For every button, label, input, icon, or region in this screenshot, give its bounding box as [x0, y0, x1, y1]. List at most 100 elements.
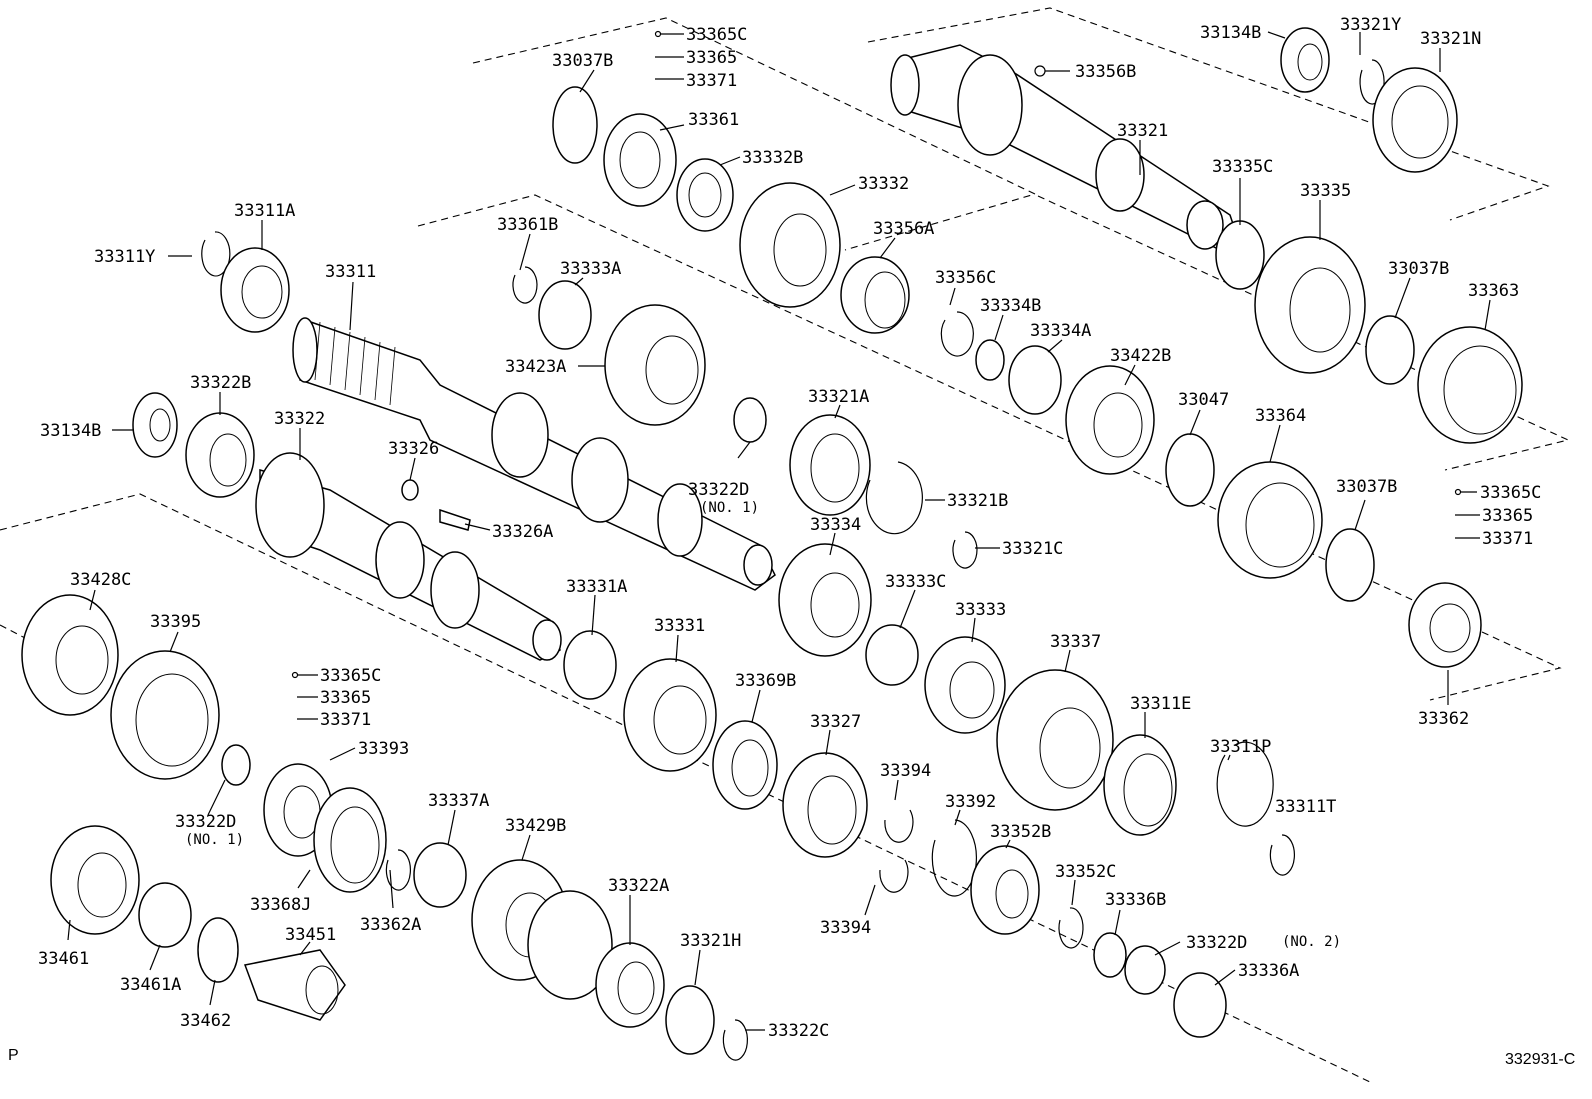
label-33322: 33322 [274, 409, 325, 429]
label-33321: 33321 [1117, 121, 1168, 141]
label-33326: 33326 [388, 439, 439, 459]
main-shaft-33311 [292, 317, 776, 591]
label-33392: 33392 [945, 792, 996, 812]
label-33322D-lower: 33322D [175, 812, 236, 832]
label-33365-right: 33365 [1482, 506, 1533, 526]
label-33365: 33365 [686, 48, 737, 68]
label-33321H: 33321H [680, 931, 741, 951]
label-33461A: 33461A [120, 975, 181, 995]
label-33326A: 33326A [492, 522, 553, 542]
label-33461: 33461 [38, 949, 89, 969]
label-33327: 33327 [810, 712, 861, 732]
label-33422B: 33422B [1110, 346, 1171, 366]
outline-right-edge [1037, 195, 1570, 471]
corner-mark: P [8, 1047, 19, 1064]
label-33037B-right: 33037B [1388, 259, 1449, 279]
group-outlines [0, 7, 1570, 1083]
label-33336B: 33336B [1105, 890, 1166, 910]
leader-lines [67, 30, 1491, 1031]
label-33352B: 33352B [990, 822, 1051, 842]
label-33134B-top: 33134B [1200, 23, 1261, 43]
label-33371-right: 33371 [1482, 529, 1533, 549]
label-33037B: 33037B [552, 51, 613, 71]
label-33321C: 33321C [1002, 539, 1063, 559]
label-33364: 33364 [1255, 406, 1306, 426]
label-33311Y: 33311Y [94, 247, 155, 267]
label-33331: 33331 [654, 616, 705, 636]
label-33365C-right: 33365C [1480, 483, 1541, 503]
label-33365C-lower: 33365C [320, 666, 381, 686]
label-33334A: 33334A [1030, 321, 1091, 341]
parts-art [21, 27, 1523, 1061]
label-33322A: 33322A [608, 876, 669, 896]
label-33451: 33451 [285, 925, 336, 945]
label-33423A: 33423A [505, 357, 566, 377]
outline-middle [417, 194, 1562, 701]
label-33335: 33335 [1300, 181, 1351, 201]
outline-upper-right [867, 7, 1550, 221]
label-33369B: 33369B [735, 671, 796, 691]
label-33462: 33462 [180, 1011, 231, 1031]
label-33311T: 33311T [1275, 797, 1336, 817]
label-33429B: 33429B [505, 816, 566, 836]
label-33321B: 33321B [947, 491, 1008, 511]
label-33337A: 33337A [428, 791, 489, 811]
label-33363: 33363 [1468, 281, 1519, 301]
label-33334: 33334 [810, 515, 861, 535]
label-33361: 33361 [688, 110, 739, 130]
label-33037B-mid: 33037B [1336, 477, 1397, 497]
label-33332B: 33332B [742, 148, 803, 168]
label-33395: 33395 [150, 612, 201, 632]
label-33365-lower: 33365 [320, 688, 371, 708]
label-33337: 33337 [1050, 632, 1101, 652]
outline-upper-middle [472, 17, 1037, 251]
label-33322C: 33322C [768, 1021, 829, 1041]
label-33333A: 33333A [560, 259, 621, 279]
label-33332: 33332 [858, 174, 909, 194]
label-33333: 33333 [955, 600, 1006, 620]
label-33394-bottom: 33394 [820, 918, 871, 938]
label-33361B: 33361B [497, 215, 558, 235]
label-33335C: 33335C [1212, 157, 1273, 177]
output-shaft-33321 [890, 44, 1241, 251]
label-33352C: 33352C [1055, 862, 1116, 882]
label-33311P: 33311P [1210, 737, 1271, 757]
label-33362A: 33362A [360, 915, 421, 935]
label-33311: 33311 [325, 262, 376, 282]
label-33331A: 33331A [566, 577, 627, 597]
figure-code: 332931-C [1505, 1051, 1575, 1068]
label-33356C: 33356C [935, 268, 996, 288]
label-33371: 33371 [686, 71, 737, 91]
part-labels: 33365C 33365 33371 33037B 33361 33332B 3… [38, 15, 1541, 1041]
label-33047: 33047 [1178, 390, 1229, 410]
label-33368J: 33368J [250, 895, 311, 915]
label-33322D-right: 33322D [1186, 933, 1247, 953]
label-33362: 33362 [1418, 709, 1469, 729]
label-33321Y: 33321Y [1340, 15, 1401, 35]
outline-lower-left-edge [0, 624, 26, 639]
label-33311E: 33311E [1130, 694, 1191, 714]
label-33336A: 33336A [1238, 961, 1299, 981]
label-33356B: 33356B [1075, 62, 1136, 82]
label-33321N: 33321N [1420, 29, 1481, 49]
label-33334B: 33334B [980, 296, 1041, 316]
label-33356A: 33356A [873, 219, 934, 239]
label-33311A: 33311A [234, 201, 295, 221]
label-33365C: 33365C [686, 25, 747, 45]
label-33322D-mid: 33322D [688, 480, 749, 500]
label-33321A: 33321A [808, 387, 869, 407]
note-no2: (NO. 2) [1282, 934, 1341, 950]
label-33333C: 33333C [885, 572, 946, 592]
counter-shaft-33322 [255, 452, 562, 661]
label-33322B: 33322B [190, 373, 251, 393]
outline-lower [0, 493, 1371, 1083]
note-no1-mid: (NO. 1) [700, 500, 759, 516]
label-33393: 33393 [358, 739, 409, 759]
label-33394-top: 33394 [880, 761, 931, 781]
label-33371-lower: 33371 [320, 710, 371, 730]
note-no1-lower: (NO. 1) [185, 832, 244, 848]
label-33428C: 33428C [70, 570, 131, 590]
label-33134B-left: 33134B [40, 421, 101, 441]
